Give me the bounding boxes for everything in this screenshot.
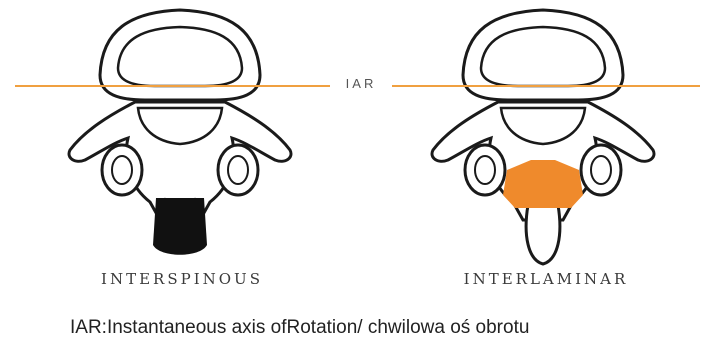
interspinous-caption: INTERSPINOUS: [62, 270, 302, 288]
interlaminar-caption: INTERLAMINAR: [426, 270, 666, 288]
interspinous-vertebra: [69, 10, 291, 255]
interspinous-implant: [153, 198, 207, 255]
interlaminar-vertebra: [432, 10, 654, 264]
interlaminar-implant: [503, 160, 583, 208]
iar-label: IAR: [330, 76, 392, 91]
footnote: IAR:Instantaneous axis ofRotation/ chwil…: [70, 317, 529, 339]
